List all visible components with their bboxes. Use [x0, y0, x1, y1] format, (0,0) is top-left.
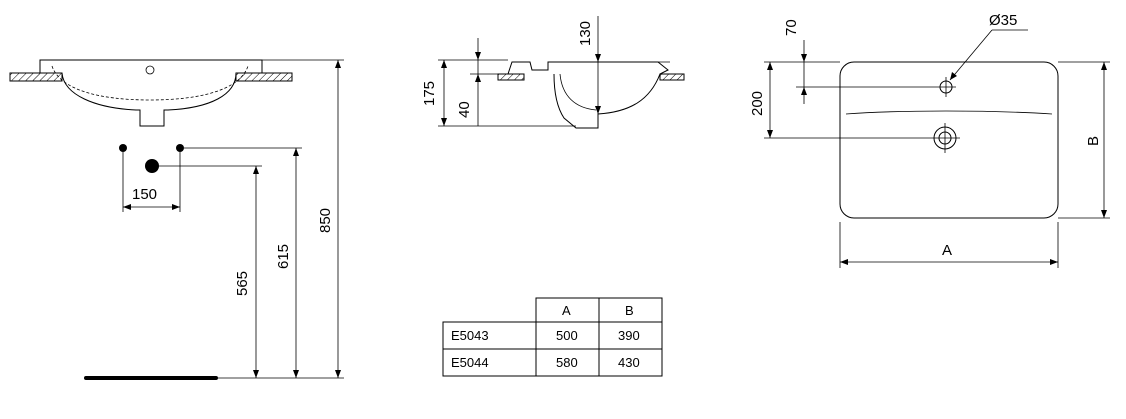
supply-point-left	[119, 144, 127, 152]
section-countertop-right	[659, 73, 685, 81]
dim-depth-b: B	[1085, 136, 1102, 146]
table-row-1-model: E5043	[451, 328, 489, 343]
dim-top-200: 200	[749, 91, 766, 116]
dim-top-70: 70	[783, 19, 800, 36]
basin-outline	[839, 61, 1059, 219]
basin-bowl-edge	[845, 110, 1053, 115]
dim-section-130: 130	[577, 21, 594, 46]
dim-section-40: 40	[456, 101, 473, 118]
section-inner-line	[559, 73, 597, 111]
table-header-a: A	[562, 303, 571, 318]
section-view: 175 40 130	[421, 16, 685, 129]
table-row-2-a: 580	[556, 355, 578, 370]
dim-height-850: 850	[317, 208, 334, 233]
table-row-1-a: 500	[556, 328, 578, 343]
dim-height-565: 565	[234, 271, 251, 296]
table-header-b: B	[625, 303, 634, 318]
front-elevation-view: 150 565 615 850	[9, 59, 344, 380]
basin-bowl	[61, 72, 237, 127]
section-basin-profile	[507, 61, 669, 129]
size-table: A B E5043 500 390 E5044 580 430	[442, 297, 663, 377]
top-plan-view: Ø35 70 200 A B	[749, 12, 1110, 268]
supply-point-right	[176, 144, 184, 152]
waste-outlet	[145, 159, 159, 173]
dim-hole-diameter: Ø35	[989, 12, 1017, 29]
section-countertop-left	[497, 73, 525, 81]
dim-height-615: 615	[275, 244, 292, 269]
countertop-right	[235, 72, 293, 82]
dim-width-a: A	[942, 242, 952, 259]
table-row-2-model: E5044	[451, 355, 489, 370]
tap-hole	[145, 65, 155, 75]
table-row-2-b: 430	[618, 355, 640, 370]
basin-inner-outline	[51, 65, 249, 101]
table-row-1-b: 390	[618, 328, 640, 343]
basin-rim	[39, 59, 263, 73]
countertop-left	[9, 72, 63, 82]
dim-section-175: 175	[421, 81, 438, 106]
dim-spacing-150: 150	[132, 186, 157, 203]
